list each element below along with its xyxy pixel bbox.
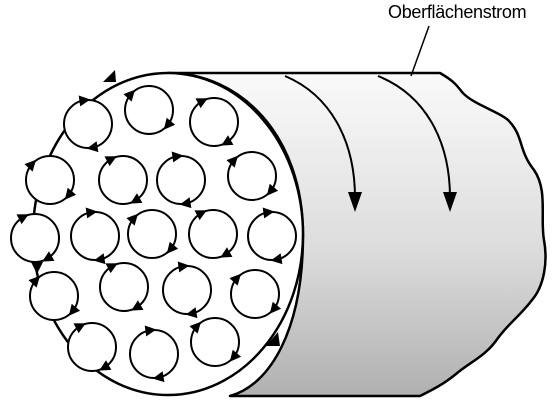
circular-arrow-icon [105,263,118,274]
circular-arrow-icon [229,349,242,362]
vortex-loop [25,155,75,205]
vortex-loop [29,271,79,321]
circular-arrow-icon [270,253,283,265]
circular-arrow-icon [221,135,234,146]
vortex-loop [129,329,179,379]
circular-arrow-icon [177,261,190,273]
rim-arrowhead-icon [31,262,43,274]
vortex-loop [98,155,148,205]
circular-arrow-icon [226,155,238,168]
vortex-loop [227,151,277,201]
surface-current-arrow-1 [284,75,356,199]
circular-arrow-icon [130,193,143,204]
vortex-loop [67,322,117,372]
vortex-loop [230,269,280,319]
circular-arrow-icon [99,360,112,371]
vortex-loop [188,209,238,259]
circular-arrow-icon [189,321,201,334]
down-arrow-icon [443,192,457,212]
circular-arrow-icon [131,300,144,311]
circular-arrow-icon [166,241,179,254]
vortex-loop [10,213,60,263]
circular-arrow-icon [220,247,233,258]
vortex-loop [162,265,212,315]
vortex-loop [124,85,174,135]
circular-arrow-icon [195,98,208,109]
vortex-loop [63,99,113,149]
vortex-loop [190,317,240,367]
circular-arrow-icon [28,275,40,288]
circular-arrow-icon [229,273,241,286]
vortex-loop [189,97,239,147]
circular-arrow-icon [42,251,55,262]
circular-arrow-icon [16,214,29,225]
circular-arrow-icon [73,323,86,334]
circular-arrow-icon [68,303,81,316]
rim-arrowhead-icon [103,70,116,82]
label-leader-line [410,25,430,77]
circular-arrow-icon [152,371,165,383]
down-arrow-icon [348,192,362,212]
circular-arrow-icon [24,159,36,172]
vortex-current-loops [10,85,297,383]
vortex-loop [70,211,120,261]
surface-current-arrow-2 [377,75,451,199]
circular-arrow-icon [78,95,91,107]
circular-arrow-icon [185,307,198,319]
circular-arrow-icon [123,89,135,102]
circular-arrow-icon [262,207,275,219]
circular-arrow-icon [269,301,282,314]
circular-arrow-icon [266,183,279,196]
vortex-loop [99,262,149,312]
circular-arrow-icon [144,325,157,337]
vortex-loop [127,209,177,259]
surface-current-label: Oberflächenstrom [388,2,527,22]
circular-arrow-icon [126,213,138,226]
circular-arrow-icon [194,210,207,221]
circular-arrow-icon [163,117,176,130]
vortex-loop [156,155,206,205]
circular-arrow-icon [171,151,184,163]
circular-arrow-icon [93,253,106,265]
circular-arrow-icon [85,207,98,219]
circular-arrow-icon [86,141,99,153]
vortex-loop [247,211,297,261]
circular-arrow-icon [64,187,77,200]
circular-arrow-icon [104,156,117,167]
circular-arrow-icon [179,197,192,209]
rim-arrowhead-icon [266,332,280,346]
